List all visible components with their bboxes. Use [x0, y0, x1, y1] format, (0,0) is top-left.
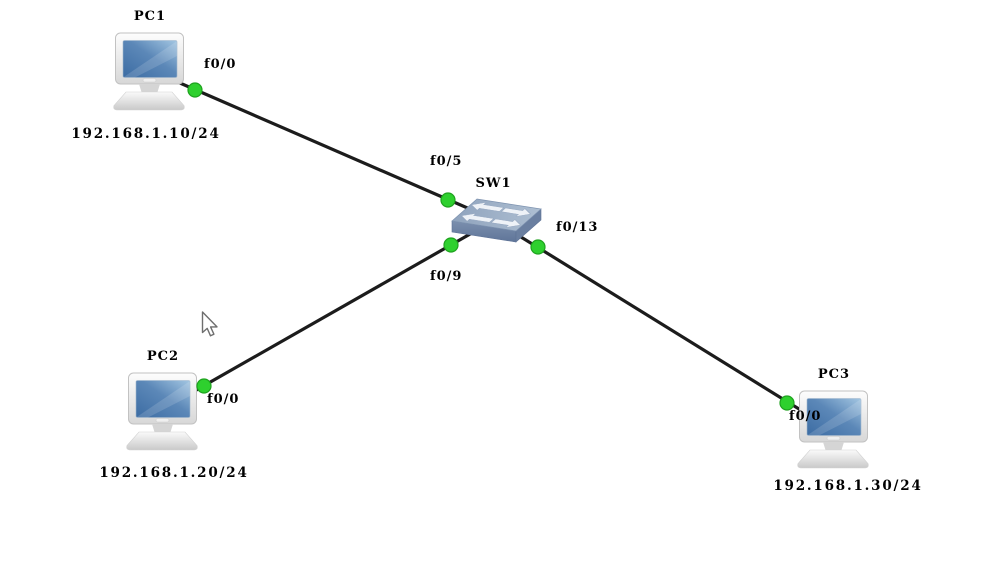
ip-address-label-pc3: 192.168.1.30/24 — [773, 478, 923, 494]
device-name-label-sw1: SW1 — [475, 176, 512, 191]
ip-address-label-pc1: 192.168.1.10/24 — [71, 126, 221, 142]
port-status-dot-sw1-f0-5 — [440, 192, 456, 208]
port-status-dot-sw1-f0-9 — [443, 237, 459, 253]
device-name-label-pc1: PC1 — [133, 9, 167, 24]
port-status-dot-pc3-f0-0 — [779, 395, 795, 411]
interface-label-pc1-f0-0: f0/0 — [204, 57, 237, 72]
device-name-label-pc3: PC3 — [817, 367, 851, 382]
ip-address-label-pc2: 192.168.1.20/24 — [99, 465, 249, 481]
port-status-dot-pc1-f0-0 — [187, 82, 203, 98]
interface-label-sw1-f0-13: f0/13 — [556, 220, 599, 235]
interface-label-sw1-f0-9: f0/9 — [430, 269, 463, 284]
port-status-dot-sw1-f0-13 — [530, 239, 546, 255]
port-status-dot-pc2-f0-0 — [196, 378, 212, 394]
mouse-cursor — [201, 311, 218, 337]
link-pc2-sw1[interactable] — [162, 215, 501, 411]
interface-label-sw1-f0-5: f0/5 — [430, 154, 463, 169]
device-name-label-pc2: PC2 — [146, 349, 180, 364]
link-sw1-pc3[interactable] — [499, 222, 834, 432]
interface-label-pc3-f0-0: f0/0 — [789, 409, 822, 424]
interface-label-pc2-f0-0: f0/0 — [207, 392, 240, 407]
